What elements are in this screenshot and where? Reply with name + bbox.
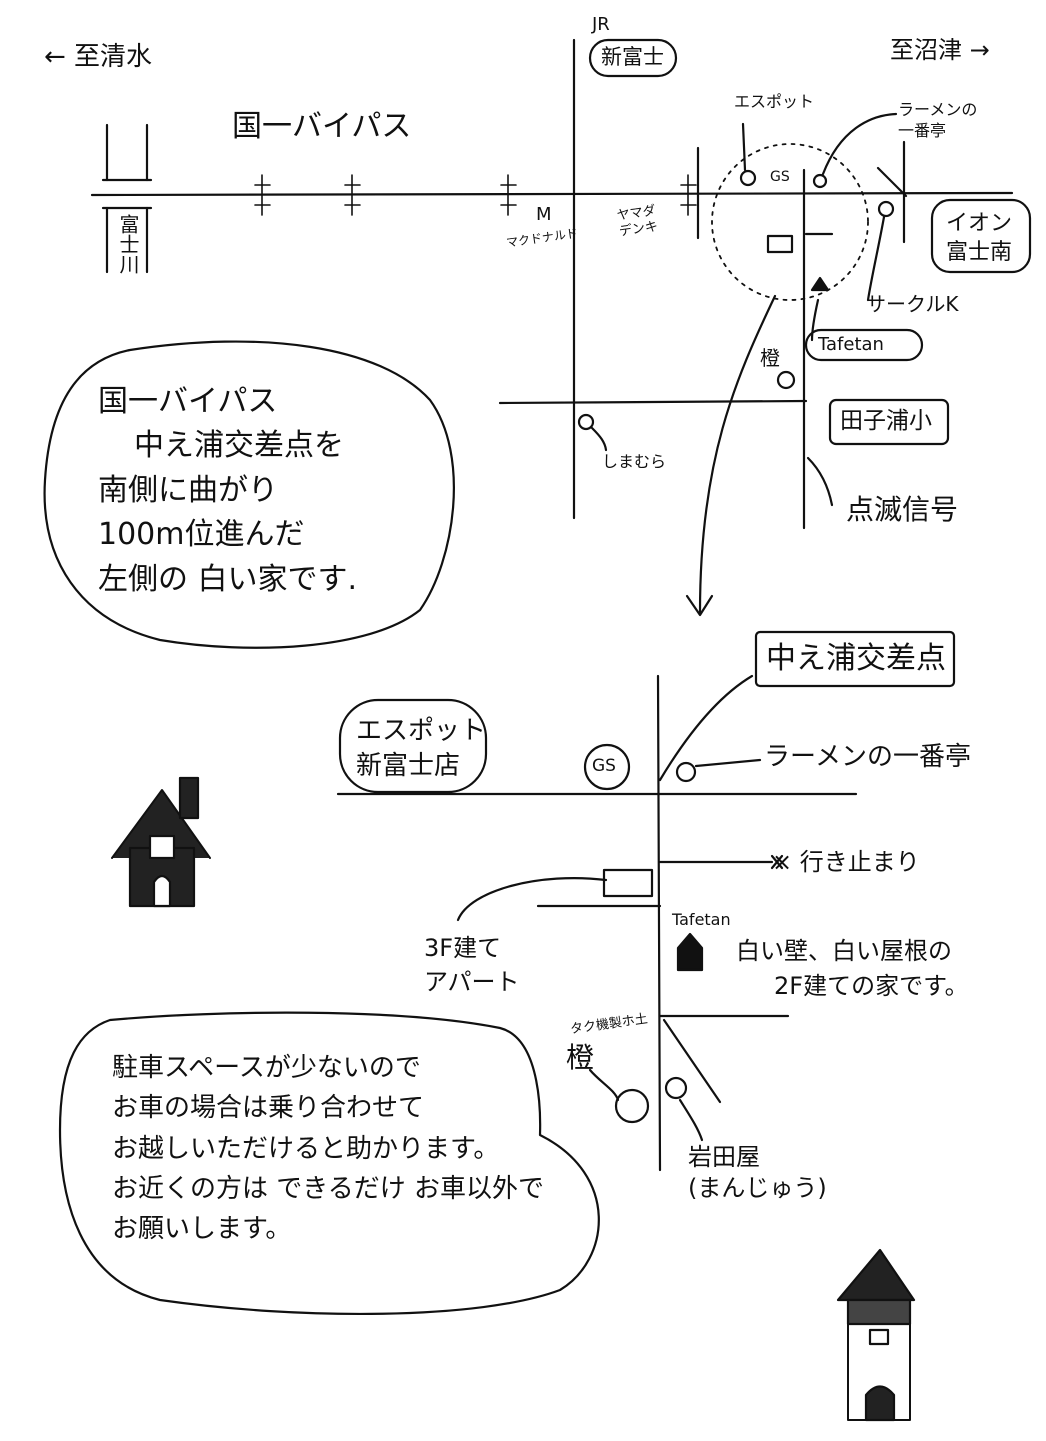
direction-east: 至沼津 → <box>890 36 990 64</box>
tachibana-label: 橙 <box>566 1041 595 1074</box>
jr-label: JR <box>592 14 610 35</box>
espot-label: エスポット <box>734 92 815 111</box>
espot-marker <box>739 169 757 187</box>
south-road <box>656 674 662 1172</box>
gs-oval <box>583 743 631 791</box>
detail-map <box>336 630 956 1172</box>
mcdonalds-m: M <box>536 204 552 225</box>
apartment-building <box>602 868 654 898</box>
tower-house-illustration <box>836 1248 916 1422</box>
ramen-label: ラーメンの一番亭 <box>898 100 978 140</box>
dead-end-x <box>770 854 784 870</box>
iwataya-label: 岩田屋(まんじゅう) <box>688 1143 827 1203</box>
leader-line <box>821 112 898 176</box>
leader-line <box>866 215 886 302</box>
highway-crossings <box>254 174 697 216</box>
leader-line <box>678 1098 704 1142</box>
leader-line <box>694 758 762 768</box>
leader-line <box>588 1068 620 1102</box>
tafetan-house-icon <box>676 932 704 972</box>
station-name: 新富士 <box>601 45 664 69</box>
leader-line <box>806 456 834 507</box>
leader-line <box>810 298 820 342</box>
gs-label: GS <box>592 756 616 776</box>
school-box <box>828 398 950 446</box>
tachibana-marker <box>776 370 796 390</box>
ramen-marker <box>812 173 828 189</box>
iwataya-marker <box>664 1076 688 1100</box>
ramen-label: ラーメンの一番亭 <box>764 742 971 772</box>
highway-road <box>90 191 1014 197</box>
parking-note-bubble <box>58 1011 600 1316</box>
dead-end-label: × 行き止まり <box>772 848 920 876</box>
direction-west: ← 至清水 <box>44 42 153 72</box>
zoom-arrow <box>698 294 777 614</box>
diagonal-street <box>662 1018 722 1104</box>
gs-label: GS <box>770 169 790 185</box>
house-illustration <box>111 776 211 908</box>
yamada-label: ヤマダデンキ <box>616 203 659 240</box>
intersection-label: 中え浦交差点 <box>766 641 946 676</box>
tafetan-label: Tafetan <box>818 334 884 355</box>
blink-signal-label: 点滅信号 <box>846 493 959 526</box>
ramen-marker <box>675 761 697 783</box>
station-oval <box>588 38 678 78</box>
tachibana-marker <box>614 1088 650 1124</box>
circle-k-label: サークルK <box>866 292 959 316</box>
school-label: 田子浦小 <box>840 408 932 434</box>
side-road <box>498 399 808 405</box>
top-map <box>90 38 1032 617</box>
zoom-area-circle <box>711 143 869 301</box>
directions-bubble <box>43 340 455 649</box>
fuji-river <box>101 123 153 274</box>
tafetan-oval <box>804 328 924 362</box>
intersection-box <box>754 630 956 688</box>
diagonal-road <box>876 166 908 198</box>
leader-line <box>456 877 608 922</box>
highway-name: 国一バイパス <box>232 109 412 144</box>
aeon-box <box>930 198 1032 274</box>
tachibana-label: 橙 <box>760 346 780 370</box>
parking-note-text: 駐車スペースが少ないので お車の場合は乗り合わせて お越しいただけると助かります… <box>112 1053 545 1245</box>
directions-text: 国一バイパス 中え浦交差点を 南側に曲がり 100m位進んだ 左側の 白い家です… <box>98 384 358 597</box>
aeon-marker <box>877 200 895 218</box>
tafetan-small-house-icon <box>810 276 830 292</box>
apartment-label: 3F建てアパート <box>424 934 520 996</box>
leader-line <box>658 674 754 782</box>
house-description: 白い壁、白い屋根の 2F建ての家です。 <box>736 937 969 1000</box>
zoom-arrow-head <box>685 594 714 617</box>
espot-store-oval <box>338 698 488 794</box>
leader-line <box>590 426 608 452</box>
leader-line <box>741 122 747 172</box>
apartment-marker <box>766 234 794 254</box>
river-name: 富士川 <box>116 214 140 274</box>
aeon-label: イオン富士南 <box>946 211 1013 265</box>
tafetan-label: Tafetan <box>672 910 731 929</box>
shimamura-label: しまむら <box>602 452 667 471</box>
shimamura-marker <box>577 413 595 431</box>
espot-store-label: エスポット新富士店 <box>356 716 487 782</box>
